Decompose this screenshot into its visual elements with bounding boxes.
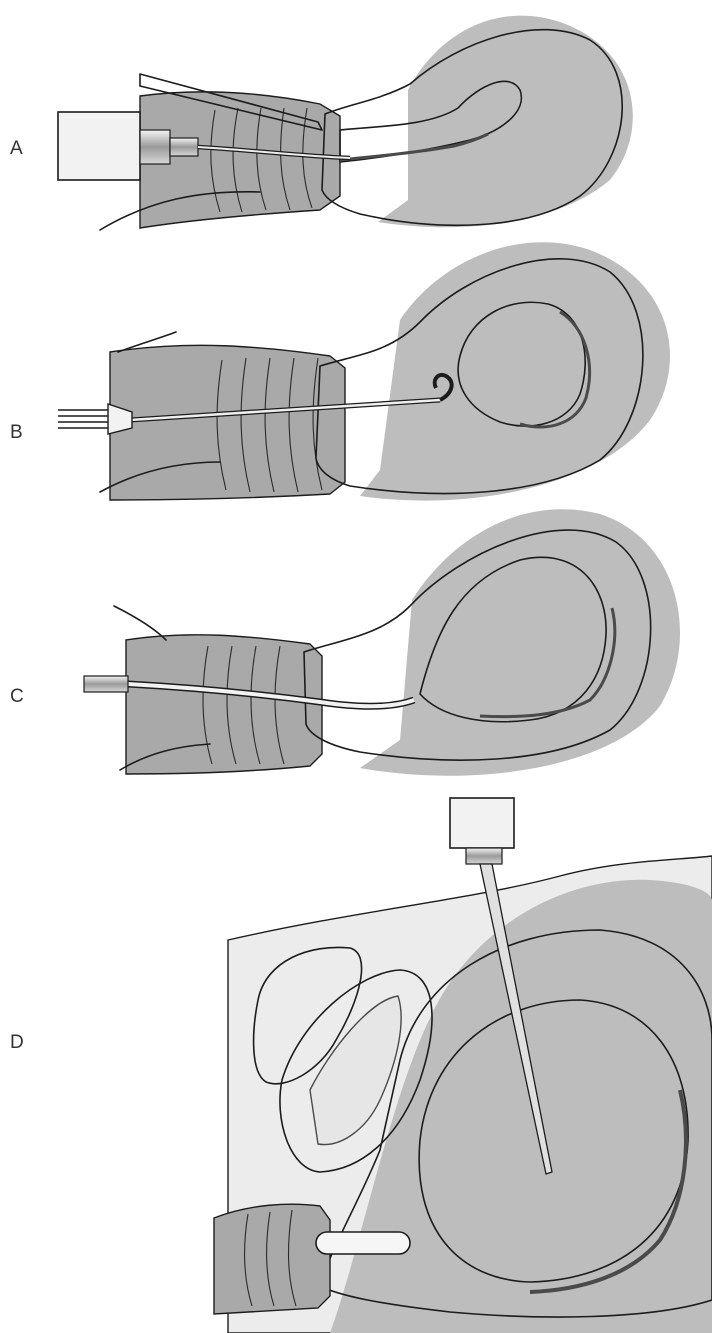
panel-label-b: B bbox=[10, 422, 23, 443]
uterus-shadow-b bbox=[360, 242, 670, 500]
vaginal-wall-upper-c bbox=[114, 606, 166, 640]
syringe-hub-a bbox=[140, 130, 170, 164]
syringe-barrel-a bbox=[58, 112, 140, 180]
panel-a: A bbox=[10, 16, 633, 230]
catheter-connector-c bbox=[84, 676, 128, 692]
needle-hub-d bbox=[466, 848, 502, 864]
forceps-b bbox=[58, 404, 132, 434]
vaginal-canal-c bbox=[126, 635, 322, 774]
panel-label-a: A bbox=[10, 138, 23, 159]
panel-b: B bbox=[10, 242, 670, 500]
vaginal-canal-b bbox=[110, 345, 345, 500]
panel-c: C bbox=[10, 509, 680, 775]
panel-label-c: C bbox=[10, 686, 24, 707]
balloon-d bbox=[316, 1232, 410, 1254]
panel-d: D bbox=[10, 798, 712, 1333]
panel-label-d: D bbox=[10, 1032, 24, 1053]
syringe-connector-a bbox=[170, 138, 198, 156]
uterus-shadow-c bbox=[360, 509, 680, 775]
syringe-barrel-d bbox=[450, 798, 514, 848]
uterus-shadow-a bbox=[378, 16, 633, 228]
